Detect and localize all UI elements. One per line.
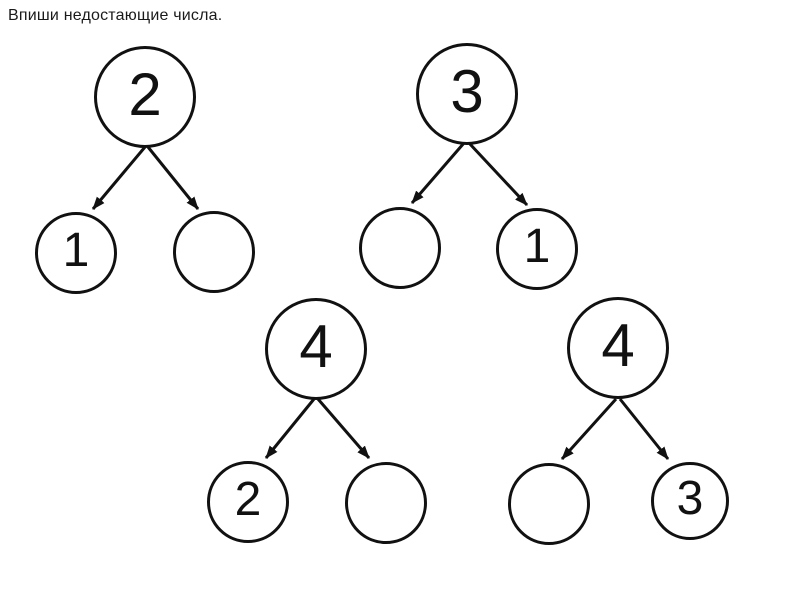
- arrow-icon: [560, 397, 618, 461]
- total-circle: 4: [567, 297, 669, 399]
- missing-number-slot[interactable]: [173, 211, 255, 293]
- arrow-icon: [410, 142, 466, 204]
- addend-number: 3: [676, 472, 704, 525]
- arrow-icon: [91, 146, 147, 210]
- addend-circle-left: 2: [207, 461, 289, 543]
- total-number: 4: [299, 313, 333, 380]
- arrow-icon: [467, 141, 529, 207]
- arrow-icon: [618, 398, 670, 460]
- addend-number: 1: [523, 220, 551, 273]
- missing-number-slot[interactable]: [359, 207, 441, 289]
- missing-number-slot[interactable]: [508, 463, 590, 545]
- arrow-icon: [146, 146, 200, 210]
- worksheet-title: Впиши недостающие числа.: [8, 7, 223, 24]
- total-circle: 2: [94, 46, 196, 148]
- total-number: 3: [450, 58, 484, 125]
- arrow-icon: [264, 398, 316, 459]
- addend-circle-right: 3: [651, 462, 729, 540]
- addend-circle-right: 1: [496, 208, 578, 290]
- total-circle: 3: [416, 43, 518, 145]
- total-circle: 4: [265, 298, 367, 400]
- missing-number-slot[interactable]: [345, 462, 427, 544]
- total-number: 4: [601, 312, 635, 379]
- addend-circle-left: 1: [35, 212, 117, 294]
- addend-number: 2: [234, 473, 262, 526]
- addend-number: 1: [62, 224, 90, 277]
- total-number: 2: [128, 61, 162, 128]
- arrow-icon: [316, 398, 371, 459]
